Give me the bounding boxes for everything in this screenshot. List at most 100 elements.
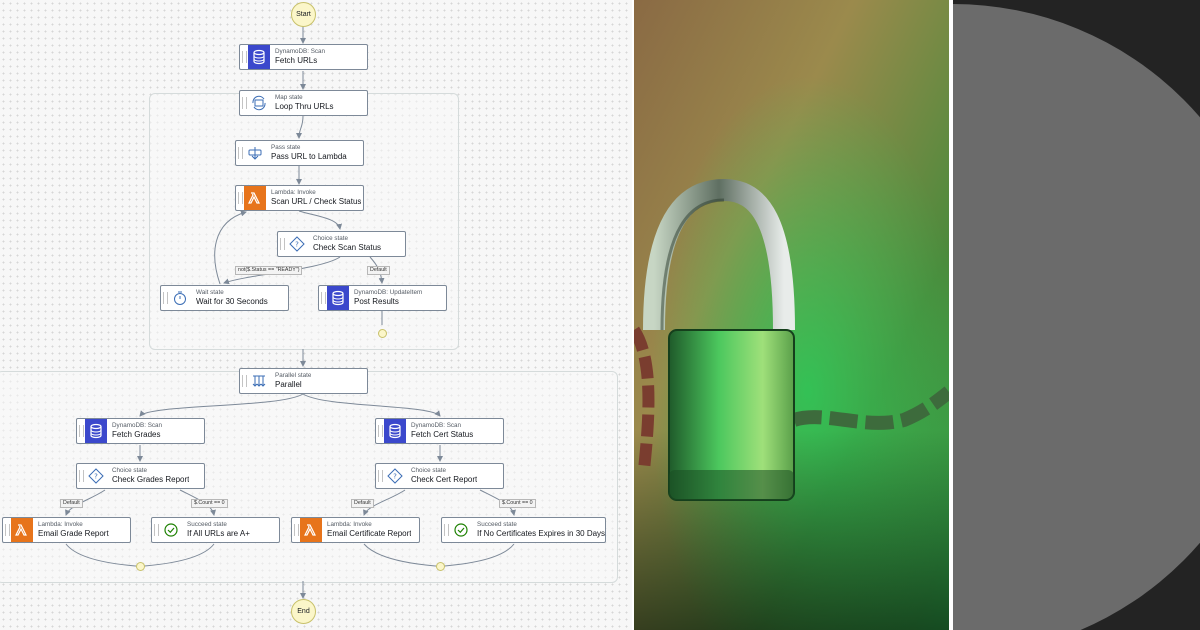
edge-parallel-cert xyxy=(302,393,441,417)
check-circle-icon xyxy=(160,518,182,542)
dynamodb-icon xyxy=(248,45,270,69)
state-name: Fetch URLs xyxy=(275,56,318,66)
state-type: Choice state xyxy=(112,466,148,474)
drag-handle[interactable] xyxy=(240,45,248,69)
dynamodb-icon xyxy=(384,419,406,443)
state-type: Lambda: Invoke xyxy=(327,520,372,528)
choice-state-icon: ? xyxy=(85,464,107,488)
panel-divider xyxy=(632,0,634,630)
state-name: Parallel xyxy=(275,380,302,390)
dynamodb-icon xyxy=(85,419,107,443)
edge-succeed-merge-l xyxy=(143,543,215,567)
check-circle-icon xyxy=(450,518,472,542)
drag-handle[interactable] xyxy=(240,369,248,393)
drag-handle[interactable] xyxy=(376,464,384,488)
state-type: DynamoDB: Scan xyxy=(411,421,462,429)
lambda-icon xyxy=(11,518,33,542)
state-name: Check Cert Report xyxy=(411,475,478,485)
state-type: Succeed state xyxy=(187,520,227,528)
edge-checkcert-email xyxy=(363,489,406,516)
edge-label-count-grades[interactable]: $.Count == 0 xyxy=(191,499,228,509)
branch-left-merge xyxy=(136,562,145,571)
edge-label-default-cert[interactable]: Default xyxy=(351,499,374,509)
drag-handle[interactable] xyxy=(152,518,160,542)
drag-handle[interactable] xyxy=(278,232,286,256)
state-type: Wait state xyxy=(196,288,224,296)
drag-handle[interactable] xyxy=(236,186,244,210)
start-node[interactable]: Start xyxy=(291,2,316,27)
edge-email-merge-r xyxy=(363,543,437,567)
map-end-merge xyxy=(378,329,387,338)
padlock-photo xyxy=(634,0,949,630)
lambda-icon xyxy=(244,186,266,210)
edge-label-default-scan[interactable]: Default xyxy=(367,266,390,276)
state-type: Parallel state xyxy=(275,371,312,379)
drag-handle[interactable] xyxy=(161,286,169,310)
map-state-icon xyxy=(248,91,270,115)
edge-wait-scan xyxy=(214,210,247,285)
edge-scan-check xyxy=(298,210,343,230)
state-type: DynamoDB: Scan xyxy=(275,47,326,55)
padlock-image xyxy=(634,0,949,630)
branch-right-merge xyxy=(436,562,445,571)
svg-text:?: ? xyxy=(94,473,98,481)
edge-label-count-cert[interactable]: $.Count == 0 xyxy=(499,499,536,509)
state-name: Post Results xyxy=(354,297,399,307)
edge-succeed-merge-r xyxy=(443,543,515,567)
state-name: If No Certificates Expires in 30 Days xyxy=(477,529,606,539)
grey-disc-shape xyxy=(953,0,1200,630)
state-name: Fetch Cert Status xyxy=(411,430,474,440)
end-node[interactable]: End xyxy=(291,599,316,624)
state-name: If All URLs are A+ xyxy=(187,529,250,539)
state-type: Lambda: Invoke xyxy=(271,188,316,196)
svg-text:?: ? xyxy=(295,241,299,249)
drag-handle[interactable] xyxy=(442,518,450,542)
parallel-state-icon xyxy=(248,369,270,393)
drag-handle[interactable] xyxy=(236,141,244,165)
state-name: Pass URL to Lambda xyxy=(271,152,347,162)
choice-state-icon: ? xyxy=(286,232,308,256)
state-type: Lambda: Invoke xyxy=(38,520,83,528)
drag-handle[interactable] xyxy=(240,91,248,115)
panel-divider xyxy=(949,0,953,630)
lambda-icon xyxy=(300,518,322,542)
decorative-panel xyxy=(953,0,1200,630)
state-type: Choice state xyxy=(313,234,349,242)
drag-handle[interactable] xyxy=(292,518,300,542)
state-name: Loop Thru URLs xyxy=(275,102,334,112)
svg-text:?: ? xyxy=(393,473,397,481)
edge-label-default-grades[interactable]: Default xyxy=(60,499,83,509)
state-name: Scan URL / Check Status xyxy=(271,197,362,207)
drag-handle[interactable] xyxy=(319,286,327,310)
edge-label-not-ready[interactable]: not($.Status == "READY") xyxy=(235,266,303,276)
state-type: Choice state xyxy=(411,466,447,474)
drag-handle[interactable] xyxy=(376,419,384,443)
drag-handle[interactable] xyxy=(3,518,11,542)
state-type: Succeed state xyxy=(477,520,517,528)
state-type: Pass state xyxy=(271,143,301,151)
state-name: Email Grade Report xyxy=(38,529,109,539)
dynamodb-icon xyxy=(327,286,349,310)
edge-email-merge-l xyxy=(65,543,137,567)
state-name: Check Grades Report xyxy=(112,475,190,485)
drag-handle[interactable] xyxy=(77,419,85,443)
stopwatch-icon xyxy=(169,286,191,310)
drag-handle[interactable] xyxy=(77,464,85,488)
